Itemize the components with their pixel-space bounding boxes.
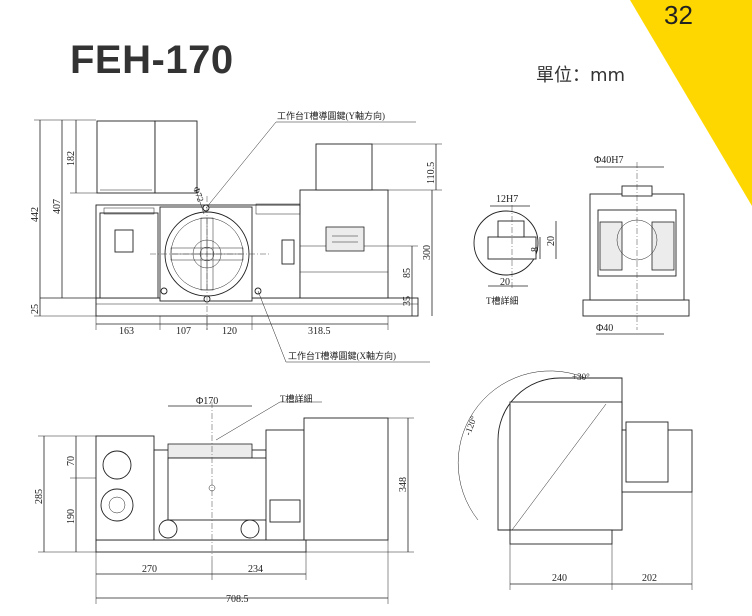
dim-300: 300 <box>422 245 433 260</box>
dim-20-height: 20 <box>546 236 557 246</box>
dim-442: 442 <box>30 207 41 222</box>
dim-35: 35 <box>402 296 413 306</box>
dim-163: 163 <box>119 326 134 337</box>
dim-12h7: 12H7 <box>496 194 518 205</box>
dim-phi72: Φ72 <box>191 185 206 203</box>
model-title: FEH-170 <box>70 38 234 82</box>
dim-708-5: 708.5 <box>226 594 249 605</box>
dim-phi40: Φ40 <box>596 323 613 334</box>
dim-70: 70 <box>66 456 77 466</box>
dim-minus120: -120° <box>462 414 478 437</box>
corner-triangle <box>630 0 752 206</box>
callout-y-slot-key: 工作台T槽導圓鍵(Y軸方向) <box>277 110 385 121</box>
unit-label: 單位：mm <box>536 65 626 86</box>
dim-phi170: Φ170 <box>196 396 218 407</box>
dim-120: 120 <box>222 326 237 337</box>
dim-182: 182 <box>66 151 77 166</box>
dim-25: 25 <box>30 304 41 314</box>
page-number: 32 <box>664 0 693 30</box>
dim-8: 8 <box>530 247 541 252</box>
dim-285: 285 <box>34 489 45 504</box>
dim-85: 85 <box>402 268 413 278</box>
t-slot-detail-view: 12H7 20 8 20 T槽詳細 <box>473 194 557 306</box>
dim-110-5: 110.5 <box>426 162 437 184</box>
dim-202: 202 <box>642 573 657 584</box>
front-view: 工作台T槽導圓鍵(Y軸方向) 工作台T槽導圓鍵(X軸方向) Φ72 442 40… <box>30 110 442 363</box>
dim-240: 240 <box>552 573 567 584</box>
callout-x-slot-key: 工作台T槽導圓鍵(X軸方向) <box>288 350 396 361</box>
lower-front-view: Φ170 T槽詳細 285 70 190 348 270 234 <box>34 393 414 605</box>
dim-318-5: 318.5 <box>308 326 331 337</box>
dim-270: 270 <box>142 564 157 575</box>
dim-190: 190 <box>66 509 77 524</box>
dim-107: 107 <box>176 326 191 337</box>
dim-348: 348 <box>398 477 409 492</box>
side-view: Φ40H7 Φ40 <box>582 155 690 335</box>
dim-234: 234 <box>248 564 263 575</box>
dim-phi40h7: Φ40H7 <box>594 155 624 166</box>
label-t-slot-detail: T槽詳細 <box>486 295 519 306</box>
dim-20-width: 20 <box>500 277 510 288</box>
dim-plus30: +30° <box>572 372 590 382</box>
dim-407: 407 <box>52 199 63 214</box>
top-view: +30° -120° 240 202 <box>457 370 693 590</box>
label-t-slot-detail-2: T槽詳細 <box>280 393 313 404</box>
